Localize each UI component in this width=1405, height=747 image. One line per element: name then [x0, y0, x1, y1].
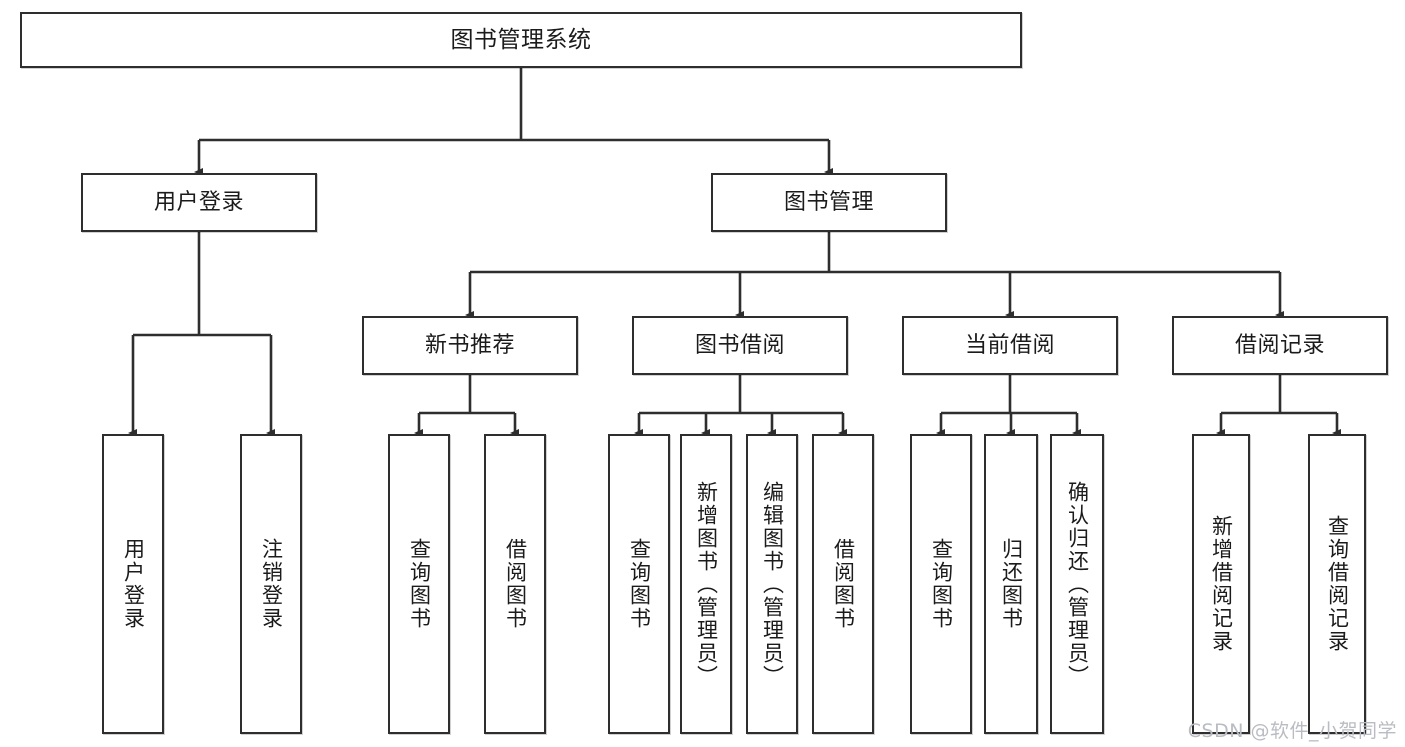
node-label-leaf-cur-query: 查询图书: [929, 538, 954, 630]
node-leaf-cur-confirm[interactable]: 确认归还（管理员）: [1050, 434, 1104, 734]
node-label-leaf-rec-add: 新增借阅记录: [1209, 515, 1234, 653]
node-leaf-bor-add[interactable]: 新增图书（管理员）: [680, 434, 732, 734]
node-leaf-cur-return[interactable]: 归还图书: [984, 434, 1038, 734]
node-label-leaf-bor-borrow: 借阅图书: [831, 538, 856, 630]
node-leaf-bor-edit[interactable]: 编辑图书（管理员）: [746, 434, 798, 734]
node-leaf-cur-query[interactable]: 查询图书: [910, 434, 972, 734]
node-label-root: 图书管理系统: [450, 26, 592, 53]
node-label-newbooks: 新书推荐: [424, 332, 515, 358]
node-label-leaf-bor-add: 新增图书（管理员）: [694, 480, 719, 688]
node-current[interactable]: 当前借阅: [902, 316, 1118, 375]
node-borrow[interactable]: 图书借阅: [632, 316, 848, 375]
node-root[interactable]: 图书管理系统: [20, 12, 1022, 68]
node-leaf-rec-add[interactable]: 新增借阅记录: [1192, 434, 1250, 734]
node-leaf-user-logout[interactable]: 注销登录: [240, 434, 302, 734]
node-leaf-bor-query[interactable]: 查询图书: [608, 434, 670, 734]
node-label-login: 用户登录: [153, 189, 244, 215]
node-leaf-new-borrow[interactable]: 借阅图书: [484, 434, 546, 734]
node-leaf-rec-query[interactable]: 查询借阅记录: [1308, 434, 1366, 734]
node-bookmgmt[interactable]: 图书管理: [711, 173, 947, 232]
node-newbooks[interactable]: 新书推荐: [362, 316, 578, 375]
node-label-leaf-rec-query: 查询借阅记录: [1325, 515, 1350, 653]
node-label-leaf-bor-edit: 编辑图书（管理员）: [760, 480, 785, 688]
node-label-leaf-cur-confirm: 确认归还（管理员）: [1065, 480, 1090, 688]
node-leaf-user-login[interactable]: 用户登录: [102, 434, 164, 734]
node-label-leaf-user-login: 用户登录: [121, 538, 146, 630]
node-label-bookmgmt: 图书管理: [783, 189, 874, 215]
node-label-leaf-new-query: 查询图书: [407, 538, 432, 630]
node-label-leaf-bor-query: 查询图书: [627, 538, 652, 630]
node-label-leaf-cur-return: 归还图书: [999, 538, 1024, 630]
node-label-leaf-user-logout: 注销登录: [259, 538, 284, 630]
node-label-leaf-new-borrow: 借阅图书: [503, 538, 528, 630]
node-leaf-new-query[interactable]: 查询图书: [388, 434, 450, 734]
node-records[interactable]: 借阅记录: [1172, 316, 1388, 375]
node-login[interactable]: 用户登录: [81, 173, 317, 232]
node-label-records: 借阅记录: [1234, 332, 1325, 358]
node-label-borrow: 图书借阅: [694, 332, 785, 358]
node-leaf-bor-borrow[interactable]: 借阅图书: [812, 434, 874, 734]
node-label-current: 当前借阅: [964, 332, 1055, 358]
